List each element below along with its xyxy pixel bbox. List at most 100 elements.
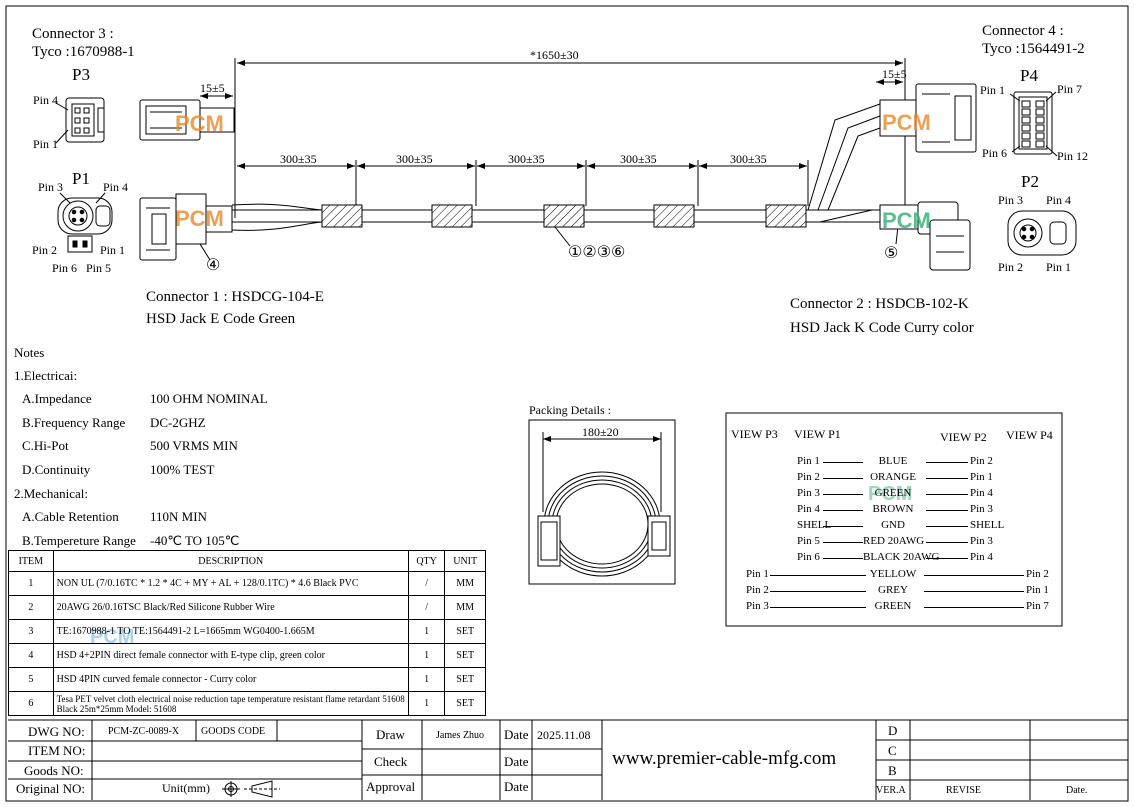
segment-dim-3: 300±35 (508, 152, 545, 166)
p4-ref: P4 (1020, 66, 1038, 85)
wiring-line-right (926, 494, 968, 495)
wiring-right-pin: Pin 4 (970, 551, 993, 563)
revise-label: REVISE (946, 785, 981, 796)
c2-callout: ⑤ (884, 245, 898, 262)
note-label: D.Continuity (22, 462, 91, 477)
bom-item: 6 (8, 691, 54, 716)
note-label: A.Impedance (22, 391, 92, 406)
wiring-right-pin: SHELL (970, 519, 1005, 531)
wiring-color-label: GND (881, 519, 905, 531)
website-link[interactable]: www.premier-cable-mfg.com (612, 748, 837, 769)
p4-face (1009, 91, 1058, 157)
wiring-left-pin: Pin 5 (797, 535, 820, 547)
left-connector-p1-body (139, 193, 233, 261)
date-label-1: Date (504, 727, 529, 742)
wiring-line-left (823, 558, 863, 559)
bom-unit: MM (444, 595, 486, 620)
wiring-right-pin: Pin 1 (970, 471, 993, 483)
p4-pin6: Pin 6 (982, 146, 1007, 160)
wiring-left-pin: Pin 3 (746, 600, 769, 612)
dwg-no-label: DWG NO: (28, 724, 85, 739)
ver-label: VER.A (876, 785, 906, 796)
p2-pin3: Pin 3 (998, 193, 1023, 207)
draw-label: Draw (376, 727, 405, 742)
rev-letter: D (888, 723, 898, 738)
drawing-frame (5, 5, 1129, 802)
approval-label: Approval (366, 779, 416, 794)
right-connector-p4-body (879, 83, 977, 153)
wiring-line-left (823, 478, 863, 479)
view-p2: VIEW P2 (940, 430, 987, 444)
note-label: B.Tempereture Range (22, 533, 136, 548)
packing-coil (537, 471, 671, 577)
unit-label: Unit(mm) (162, 781, 210, 795)
wiring-left-pin: Pin 2 (797, 471, 820, 483)
watermark-3: PCM (882, 110, 931, 135)
bom-unit: SET (444, 667, 486, 692)
p2-face (1007, 210, 1077, 256)
item-no-label: ITEM NO: (28, 743, 86, 758)
p1-pin4: Pin 4 (103, 180, 128, 194)
segment-dim-2: 300±35 (396, 152, 433, 166)
wiring-color-label: BROWN (872, 503, 914, 515)
wiring-right-pin: Pin 3 (970, 535, 993, 547)
wiring-line-right (924, 575, 1024, 576)
wiring-left-pin: Pin 4 (797, 503, 820, 515)
wiring-line-right (926, 510, 968, 511)
wiring-color-label: GREEN (874, 600, 912, 612)
right-connector-p2-body (879, 201, 971, 271)
wiring-frame (725, 412, 1063, 627)
p1-pin5: Pin 5 (86, 261, 111, 275)
note-value: 100% TEST (150, 462, 215, 477)
wiring-right-pin: Pin 2 (970, 455, 993, 467)
wiring-color-label: GREEN (874, 487, 912, 499)
wiring-left-pin: SHELL (797, 519, 832, 531)
bom-unit: MM (444, 571, 486, 596)
wiring-line-left (823, 494, 863, 495)
wiring-right-pin: Pin 7 (1026, 600, 1049, 612)
connector3-part: Tyco :1670988-1 (32, 44, 135, 60)
bom-qty: 1 (407, 643, 446, 668)
wiring-color-label: RED 20AWG (863, 535, 925, 547)
bom-desc: HSD 4PIN curved female connector - Curry… (52, 667, 409, 692)
date-value: 2025.11.08 (537, 728, 591, 742)
wiring-left-pin: Pin 1 (746, 568, 769, 580)
wiring-line-left (823, 526, 863, 527)
segment-dim-5: 300±35 (730, 152, 767, 166)
p2-pin2: Pin 2 (998, 260, 1023, 274)
date-label-3: Date (504, 779, 529, 794)
original-no-label: Original NO: (16, 781, 85, 796)
note-value: 500 VRMS MIN (150, 438, 238, 453)
p3-face (55, 97, 105, 144)
p3-ref: P3 (72, 65, 90, 84)
rev-letter: B (888, 763, 897, 778)
connector1-title: Connector 1 : HSDCG-104-E (146, 289, 324, 305)
tape-callout: ①②③⑥ (568, 244, 625, 261)
wiring-line-right (924, 607, 1024, 608)
note-value: -40℃ TO 105℃ (150, 533, 240, 548)
mechanical-title: 2.Mechanical: (14, 486, 88, 501)
packing-title: Packing Details : (529, 403, 611, 417)
draw-name: James Zhuo (436, 730, 485, 741)
view-p3: VIEW P3 (731, 427, 778, 441)
bom-desc: TE:1670988-1 TO TE:1564491-2 L=1665mm WG… (52, 619, 409, 644)
wiring-line-left (823, 510, 863, 511)
electrical-title: 1.Electricai: (14, 368, 78, 383)
watermark-4: PCM (882, 208, 931, 233)
note-value: 100 OHM NOMINAL (150, 391, 268, 406)
notes-title: Notes (14, 345, 45, 360)
wiring-right-pin: Pin 4 (970, 487, 993, 499)
p1-ref: P1 (72, 169, 90, 188)
wiring-right-pin: Pin 2 (1026, 568, 1049, 580)
dwg-no: PCM-ZC-0089-X (108, 726, 180, 737)
date-label-2: Date (504, 754, 529, 769)
wiring-line-left (770, 591, 866, 592)
packing-dim: 180±20 (582, 425, 619, 439)
segment-dims (237, 160, 809, 206)
bom-unit: SET (444, 619, 486, 644)
wiring-line-right (926, 526, 968, 527)
